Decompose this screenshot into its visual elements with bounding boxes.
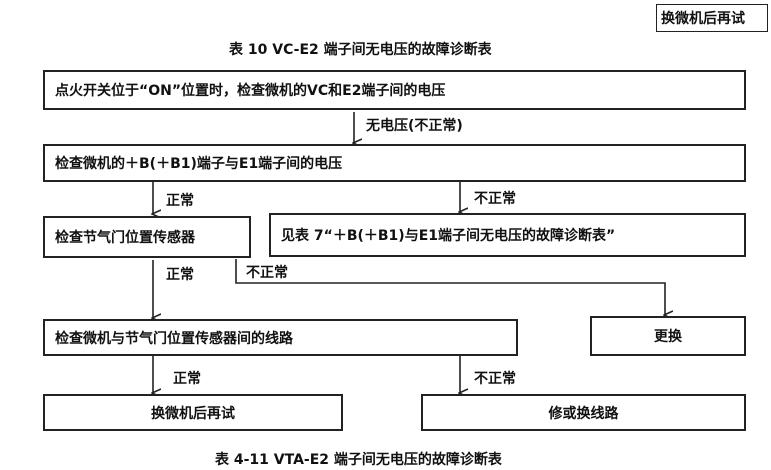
retry-ecu-box: 换微机后再试 — [43, 394, 343, 431]
top-table-title: 表 10 VC-E2 端子间无电压的故障诊断表 — [229, 42, 492, 58]
abnormal-label-2: 不正常 — [246, 265, 288, 281]
abnormal-label-3: 不正常 — [474, 371, 516, 387]
check-sensor-box: 检查节气门位置传感器 — [43, 216, 251, 258]
check-wiring-box: 检查微机与节气门位置传感器间的线路 — [43, 319, 518, 356]
no-voltage-label: 无电压(不正常) — [366, 118, 463, 134]
check-b1-box: 检查微机的＋B(＋B1)端子与E1端子间的电压 — [43, 144, 746, 182]
bottom-table-title: 表 4-11 VTA-E2 端子间无电压的故障诊断表 — [215, 452, 502, 468]
normal-label-1: 正常 — [166, 193, 194, 209]
normal-label-3: 正常 — [173, 371, 201, 387]
repair-wiring-box: 修或换线路 — [421, 394, 746, 431]
retry-tag-top: 换微机后再试 — [656, 4, 768, 32]
normal-label-2: 正常 — [166, 267, 194, 283]
start-check-box: 点火开关位于“ON”位置时，检查微机的VC和E2端子间的电压 — [43, 70, 746, 110]
replace-box: 更换 — [590, 316, 746, 356]
see-table7-box: 见表 7“＋B(＋B1)与E1端子间无电压的故障诊断表” — [269, 213, 746, 257]
abnormal-label-1: 不正常 — [474, 191, 516, 207]
arrow-sensor-to-replace — [235, 259, 665, 315]
